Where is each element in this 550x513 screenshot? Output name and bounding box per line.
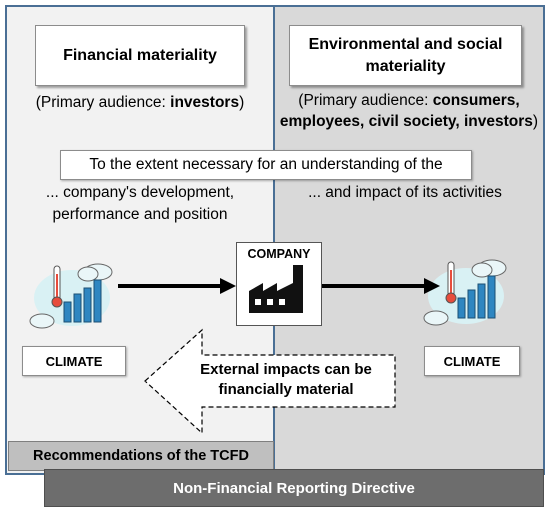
environmental-social-title: Environmental and social materiality: [289, 25, 522, 86]
climate-label-right: CLIMATE: [424, 346, 520, 376]
climate-label-left: CLIMATE: [22, 346, 126, 376]
factory-icon: [249, 265, 303, 313]
company-label: COMPANY: [247, 247, 311, 261]
arrow-to-company: [118, 278, 236, 294]
impact-text: ... and impact of its activities: [308, 184, 502, 201]
climate-icon: [29, 263, 113, 329]
tcfd-bar: Recommendations of the TCFD: [8, 441, 274, 471]
climate-icon-right: [423, 259, 507, 326]
external-impacts-arrow: [144, 328, 396, 435]
extent-box: To the extent necessary for an understan…: [60, 150, 472, 180]
company-box: COMPANY: [236, 242, 322, 326]
external-impacts-text: External impacts can be financially mate…: [200, 361, 372, 398]
nfrd-bar: Non-Financial Reporting Directive: [44, 469, 544, 507]
environmental-audience: (Primary audience: consumers, employees,…: [279, 92, 539, 130]
financial-audience: (Primary audience: investors): [35, 94, 245, 111]
panel-divider: [273, 5, 275, 473]
arrow-to-climate: [322, 278, 440, 294]
financial-materiality-title: Financial materiality: [35, 25, 245, 86]
development-text: ... company's development, performance a…: [45, 184, 235, 223]
